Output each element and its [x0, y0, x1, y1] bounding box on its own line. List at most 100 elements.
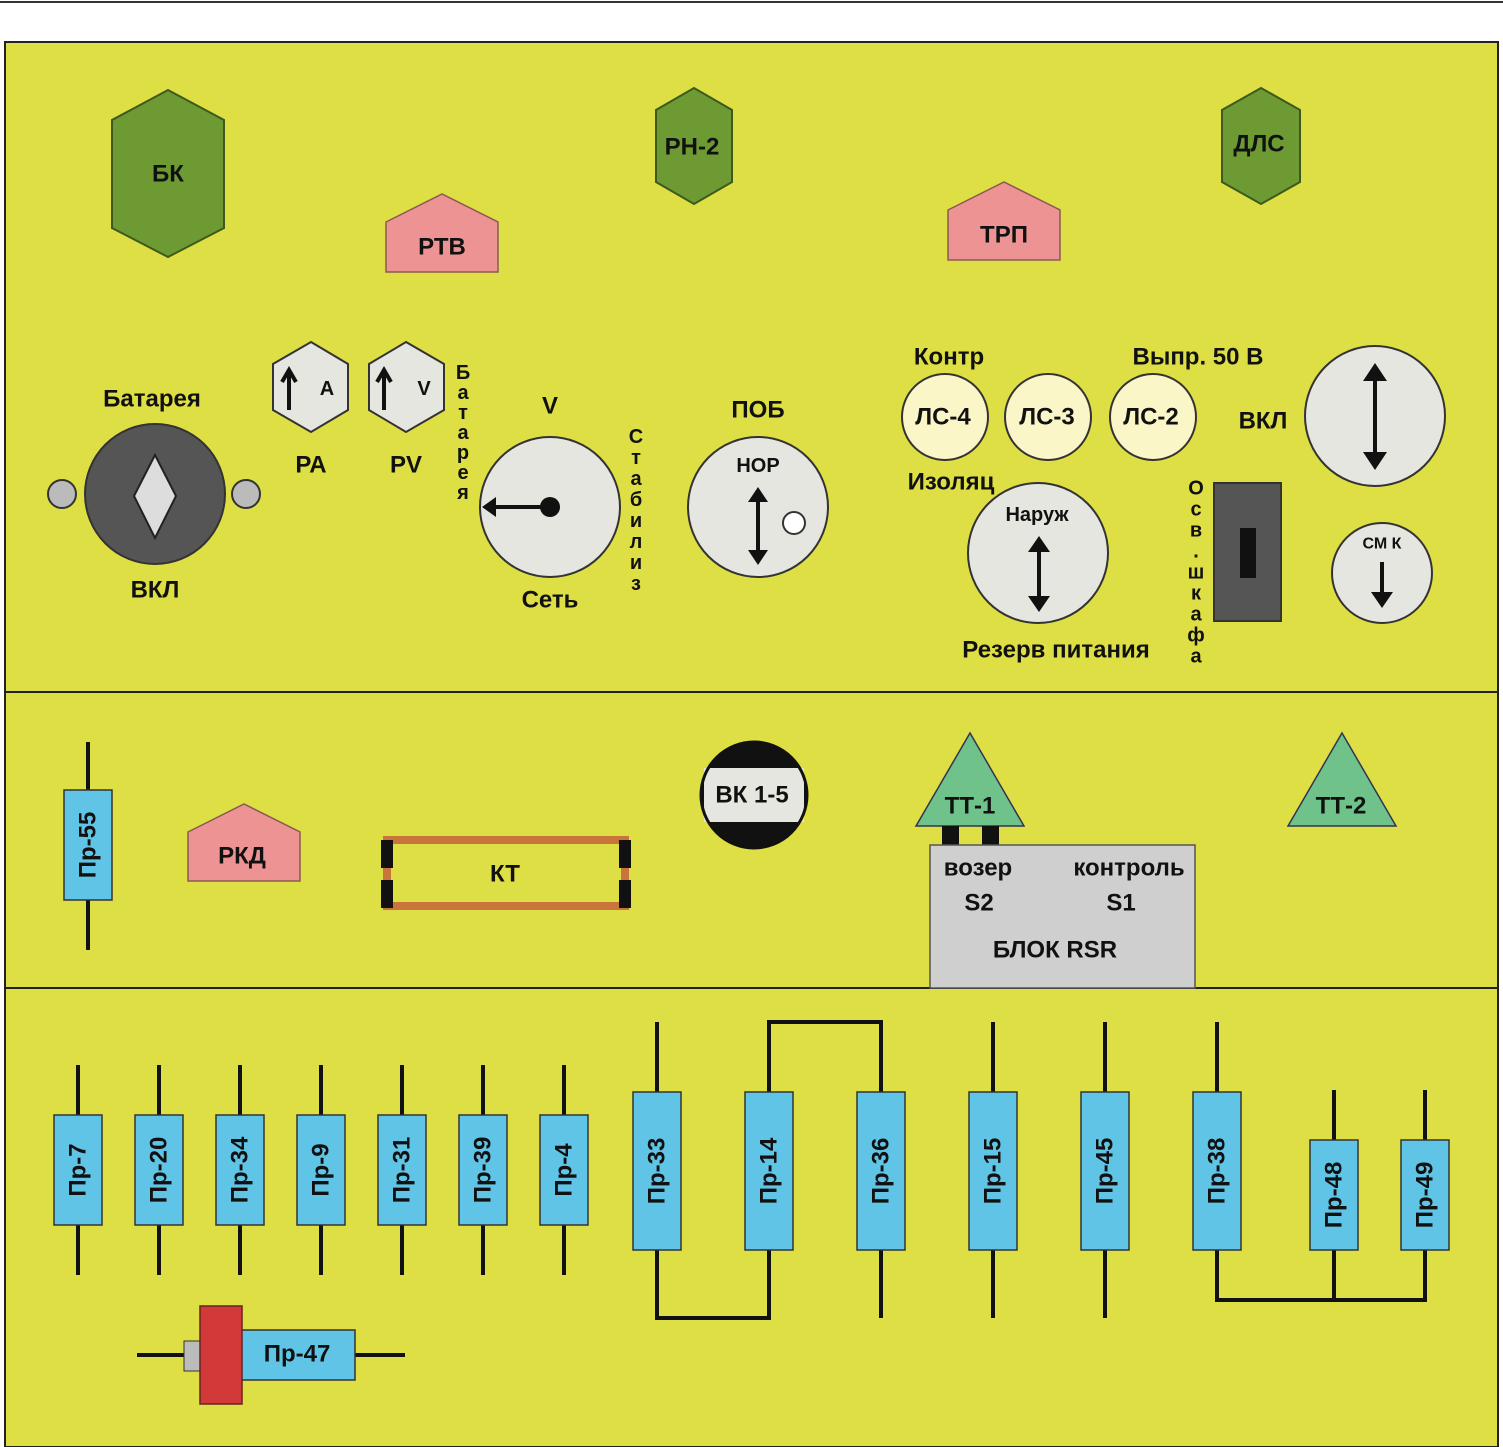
v-label: V: [542, 393, 558, 420]
svg-text:ДЛС: ДЛС: [1233, 131, 1284, 158]
fuse-9[interactable]: Пр-36: [856, 1091, 906, 1318]
fuse-body: [296, 1114, 346, 1226]
svg-text:ТТ-1: ТТ-1: [945, 793, 996, 820]
tt1-transformer: ТТ-1: [914, 731, 1026, 846]
fuse-body: [539, 1114, 589, 1226]
ammeter-pa: A: [272, 340, 349, 434]
fuse-label: Пр-48: [1321, 1162, 1348, 1229]
fuse-body: [744, 1091, 794, 1251]
fuse-label: Пр-33: [644, 1138, 671, 1205]
smk-switch[interactable]: СМ К: [1331, 522, 1433, 624]
fuse-pr55[interactable]: Пр-55: [63, 742, 113, 950]
vypr-label: Выпр. 50 В: [1132, 344, 1263, 371]
reserve-power-switch[interactable]: Наруж: [967, 482, 1109, 624]
fuse-6[interactable]: Пр-4: [539, 1065, 589, 1275]
voltmeter-pv: V: [368, 340, 445, 434]
fuse-label: Пр-31: [389, 1137, 416, 1204]
svg-text:ЛС-3: ЛС-3: [1019, 404, 1075, 431]
battery-vertical-label: Батарея: [452, 362, 474, 502]
fuse-1[interactable]: Пр-20: [134, 1065, 184, 1275]
fuse-13[interactable]: Пр-48: [1309, 1090, 1359, 1251]
fuse-14[interactable]: Пр-49: [1400, 1090, 1450, 1251]
svg-text:КТ: КТ: [490, 861, 520, 888]
fuse-3[interactable]: Пр-9: [296, 1065, 346, 1275]
fuse-4[interactable]: Пр-31: [377, 1065, 427, 1275]
reserve-caption: Резерв питания: [962, 637, 1149, 664]
trp-relay: ТРП: [947, 181, 1061, 261]
fuse-body: [968, 1091, 1018, 1251]
pob-label: ПОБ: [731, 397, 784, 424]
svg-text:ВК 1-5: ВК 1-5: [715, 782, 788, 809]
fuse-10[interactable]: Пр-15: [968, 1022, 1018, 1318]
fuse-label: Пр-36: [868, 1138, 895, 1205]
svg-text:РН-2: РН-2: [665, 134, 720, 161]
fuse-body: [1309, 1139, 1359, 1251]
fuse-11[interactable]: Пр-45: [1080, 1022, 1130, 1318]
fuse-body: [377, 1114, 427, 1226]
fuse-body: [1400, 1139, 1450, 1251]
fuse-label: Пр-45: [1092, 1138, 1119, 1205]
main-power-switch[interactable]: [1304, 345, 1446, 487]
fuse-12[interactable]: Пр-38: [1192, 1022, 1242, 1251]
fuse-label: Пр-38: [1204, 1138, 1231, 1205]
fuse-7[interactable]: Пр-33: [632, 1022, 682, 1251]
kt-element: КТ: [381, 836, 631, 910]
fuse-body: [1080, 1091, 1130, 1251]
svg-text:Пр-55: Пр-55: [75, 812, 102, 879]
fuse-label: Пр-20: [146, 1137, 173, 1204]
dls-hex: ДЛС: [1221, 86, 1301, 206]
svg-text:Наруж: Наруж: [1005, 504, 1069, 526]
svg-text:РТВ: РТВ: [418, 234, 466, 261]
pv-label: PV: [390, 452, 422, 479]
svg-text:ЛС-4: ЛС-4: [915, 404, 971, 431]
contr-label: Контр: [914, 344, 984, 371]
fuse-body: [134, 1114, 184, 1226]
vk-switch[interactable]: ВК 1-5: [699, 740, 809, 850]
battery-switch[interactable]: [47, 423, 261, 565]
svg-text:ТРП: ТРП: [980, 222, 1028, 249]
fuse-2[interactable]: Пр-34: [215, 1065, 265, 1275]
fuse-0[interactable]: Пр-7: [53, 1065, 103, 1275]
fuse-label: Пр-14: [756, 1137, 783, 1204]
fuse-label: Пр-4: [551, 1143, 578, 1197]
fuse-5[interactable]: Пр-39: [458, 1065, 508, 1275]
svg-text:ТТ-2: ТТ-2: [1316, 793, 1367, 820]
network-label: Сеть: [522, 587, 579, 614]
pob-switch[interactable]: НОР: [687, 436, 829, 578]
lamp-ls3: ЛС-3: [1004, 373, 1092, 461]
cabinet-light-switch[interactable]: [1213, 482, 1282, 622]
rsr-block: возер контроль S2 S1 БЛОК RSR: [929, 844, 1196, 989]
fuse-label: Пр-49: [1412, 1162, 1439, 1229]
fuse-body: [53, 1114, 103, 1226]
rn2-hex: РН-2: [655, 86, 733, 206]
fuse-label: Пр-15: [980, 1138, 1007, 1205]
svg-text:СМ К: СМ К: [1363, 536, 1402, 553]
fuse-label: Пр-39: [470, 1137, 497, 1204]
fuse-pr47[interactable]: Пр-47: [137, 1305, 405, 1405]
svg-text:контроль: контроль: [1073, 855, 1184, 882]
svg-text:НОР: НОР: [736, 455, 779, 477]
fuse-body: [632, 1091, 682, 1251]
voltage-selector-knob[interactable]: [479, 436, 621, 578]
svg-text:S1: S1: [1106, 890, 1135, 917]
svg-text:возер: возер: [944, 855, 1012, 882]
fuse-label: Пр-7: [65, 1143, 92, 1196]
fuse-body: [856, 1091, 906, 1251]
svg-text:S2: S2: [964, 890, 993, 917]
svg-text:A: A: [320, 378, 334, 400]
battery-on-label: ВКЛ: [131, 577, 180, 604]
stabiliz-vertical-label: Стабилиз: [625, 426, 647, 594]
svg-text:БЛОК RSR: БЛОК RSR: [993, 937, 1117, 964]
fuse-label: Пр-9: [308, 1143, 335, 1196]
fuse-body: [458, 1114, 508, 1226]
svg-text:БК: БК: [152, 161, 184, 188]
cabinet-light-vertical-label: Осв.шкафа: [1185, 478, 1207, 667]
fuse-body: [215, 1114, 265, 1226]
svg-text:Пр-47: Пр-47: [264, 1341, 331, 1368]
svg-text:V: V: [417, 378, 431, 400]
fuse-8[interactable]: Пр-14: [744, 1091, 794, 1251]
izolyac-label: Изоляц: [908, 469, 995, 496]
bk-hex: БК: [111, 88, 225, 259]
main-on-label: ВКЛ: [1239, 408, 1288, 435]
